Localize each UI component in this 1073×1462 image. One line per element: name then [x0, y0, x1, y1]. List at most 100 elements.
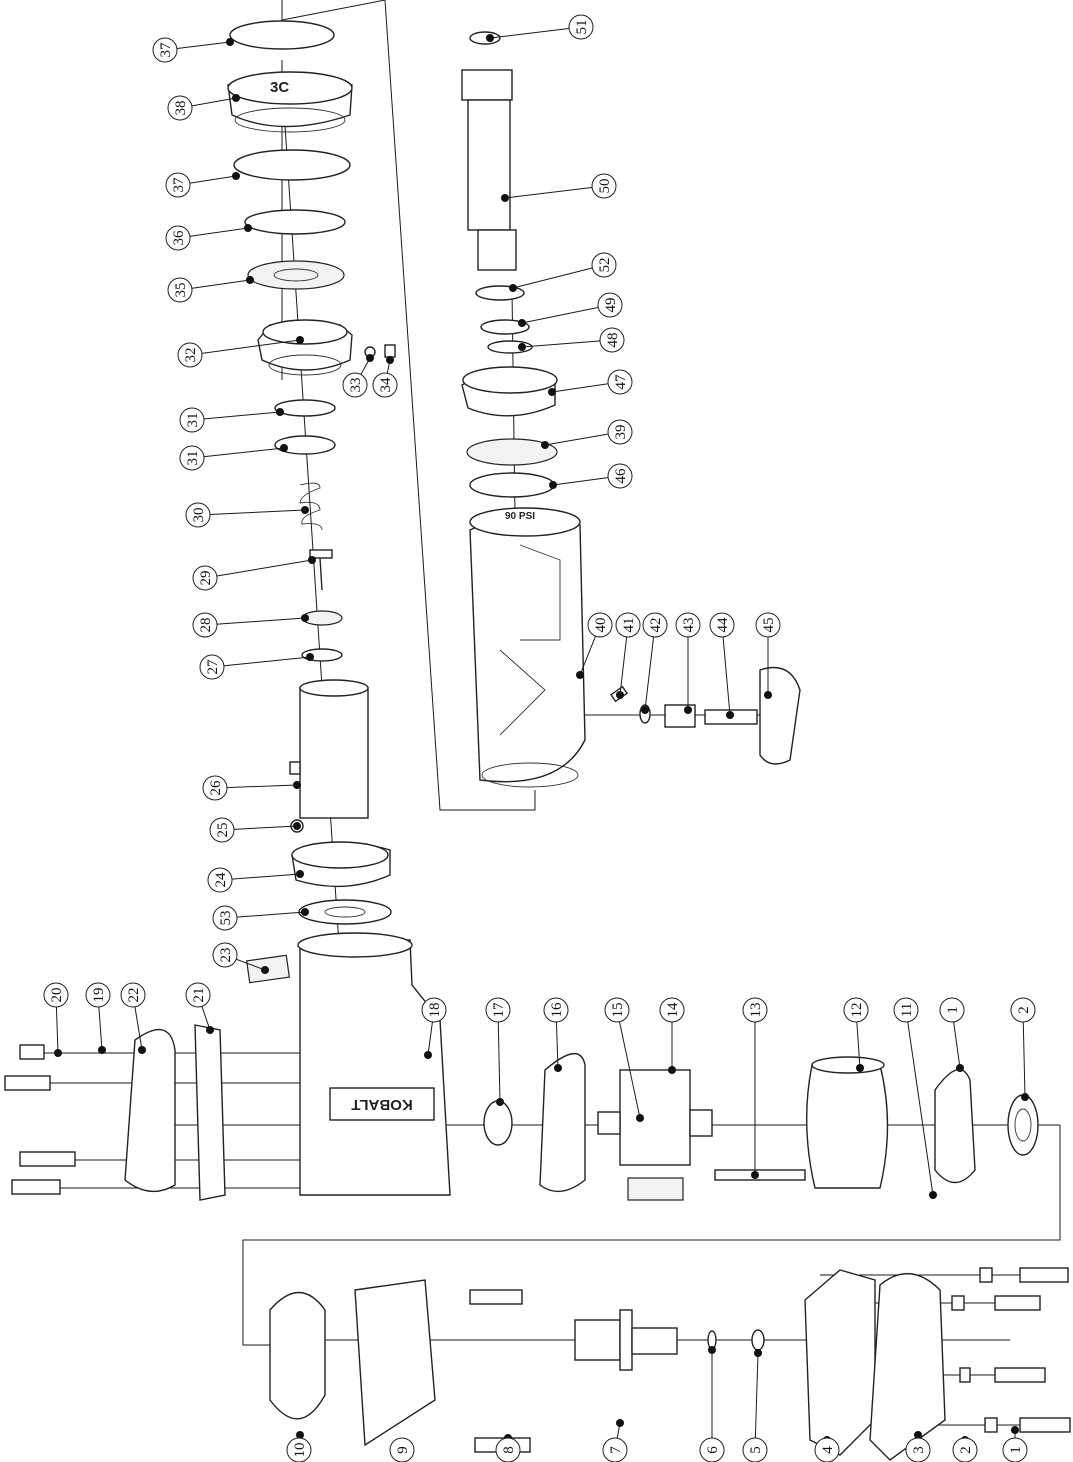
- callout-leader: [214, 784, 298, 789]
- callout-circle: [202, 775, 228, 801]
- callout-number: 27: [205, 659, 221, 675]
- callout-dot: [668, 1066, 676, 1074]
- left-upper-stack: 3C: [227, 20, 396, 662]
- callout-33: 33: [342, 354, 374, 398]
- callout-circle: [755, 612, 781, 638]
- callout-dot: [293, 822, 301, 830]
- callout-number: 47: [613, 374, 629, 390]
- callout-circle: [185, 502, 211, 528]
- callout-dot: [386, 356, 394, 364]
- callout-dot: [641, 706, 649, 714]
- callout-leader: [221, 825, 298, 831]
- callout-dot: [548, 388, 556, 396]
- callout-dot: [296, 336, 304, 344]
- callout-47: 47: [548, 369, 633, 396]
- callout-number: 43: [681, 618, 697, 633]
- callout-number: 16: [549, 1002, 565, 1018]
- callout-number: 21: [191, 988, 207, 1003]
- callout-circle: [615, 612, 641, 638]
- callout-circle: [659, 997, 685, 1023]
- callout-1: 1: [1002, 1426, 1028, 1462]
- callout-dot: [914, 1431, 922, 1439]
- callout-leader: [204, 617, 306, 626]
- callout-10: 10: [286, 1431, 312, 1462]
- callout-number: 40: [593, 618, 609, 633]
- callout-circle: [43, 982, 69, 1008]
- callout-16: 16: [543, 997, 569, 1072]
- callout-number: 2: [958, 1446, 974, 1454]
- callout-dot: [509, 284, 517, 292]
- callout-circle: [485, 997, 511, 1023]
- callout-dot: [754, 1349, 762, 1357]
- callout-dot: [296, 870, 304, 878]
- callout-number: 29: [198, 571, 214, 586]
- callout-number: 31: [185, 451, 201, 466]
- callout-11: 11: [893, 997, 937, 1199]
- callout-circle: [120, 982, 146, 1008]
- callout-circle: [597, 292, 623, 318]
- callout-circle: [675, 612, 701, 638]
- callout-circle: [607, 463, 633, 489]
- callout-circle: [179, 407, 205, 433]
- callout-dot: [929, 1191, 937, 1199]
- callout-43: 43: [675, 612, 701, 714]
- callout-number: 6: [705, 1446, 721, 1454]
- callout-circle: [939, 997, 965, 1023]
- callout-51: 51: [486, 14, 594, 42]
- callout-leader: [754, 1352, 759, 1451]
- callout-dot: [261, 966, 269, 974]
- callout-number: 49: [603, 298, 619, 313]
- callout-circle: [212, 942, 238, 968]
- callout-circle: [286, 1437, 312, 1462]
- cap-mark-label: 3C: [270, 79, 289, 96]
- callout-circle: [814, 1437, 840, 1462]
- callout-30: 30: [185, 502, 309, 528]
- callout-number: 15: [610, 1003, 626, 1018]
- callout-36: 36: [165, 224, 252, 251]
- callout-number: 26: [208, 780, 224, 796]
- pressure-label: 90 PSI: [505, 511, 535, 522]
- callout-circle: [952, 1437, 978, 1462]
- callout-dot: [232, 172, 240, 180]
- callout-dot: [856, 1064, 864, 1072]
- callout-dot: [296, 1431, 304, 1439]
- callout-22: 22: [120, 982, 146, 1054]
- callout-number: 18: [427, 1003, 443, 1018]
- callout-12: 12: [843, 997, 869, 1072]
- callout-leader: [521, 304, 611, 324]
- callout-circle: [599, 327, 625, 353]
- callout-dot: [1021, 1093, 1029, 1101]
- callout-circle: [742, 1437, 768, 1462]
- callout-20: 20: [43, 982, 69, 1057]
- callout-circle: [421, 997, 447, 1023]
- callout-dot: [554, 1064, 562, 1072]
- callout-number: 22: [126, 988, 142, 1003]
- callout-42: 42: [641, 612, 668, 714]
- callout-dot: [138, 1046, 146, 1054]
- callout-5: 5: [742, 1349, 768, 1462]
- callout-26: 26: [202, 775, 301, 801]
- callout-21: 21: [185, 982, 214, 1034]
- callout-circle: [177, 342, 203, 368]
- callout-leader: [224, 911, 306, 919]
- callout-40: 40: [576, 612, 613, 679]
- callout-number: 53: [218, 911, 234, 926]
- callout-leader: [197, 509, 306, 516]
- callout-number: 41: [621, 618, 637, 633]
- callout-number: 48: [605, 333, 621, 348]
- callout-dot: [366, 354, 374, 362]
- callout-44: 44: [709, 612, 735, 719]
- callout-number: 50: [597, 179, 613, 194]
- callout-number: 34: [378, 377, 394, 393]
- callout-circle: [843, 997, 869, 1023]
- callout-dot: [301, 506, 309, 514]
- callout-circle: [604, 997, 630, 1023]
- callout-dot: [232, 94, 240, 102]
- callout-dot: [244, 224, 252, 232]
- callout-dot: [576, 671, 584, 679]
- callout-dot: [501, 194, 509, 202]
- callout-circle: [699, 1437, 725, 1462]
- callout-number: 33: [348, 378, 364, 393]
- callout-dot: [616, 691, 624, 699]
